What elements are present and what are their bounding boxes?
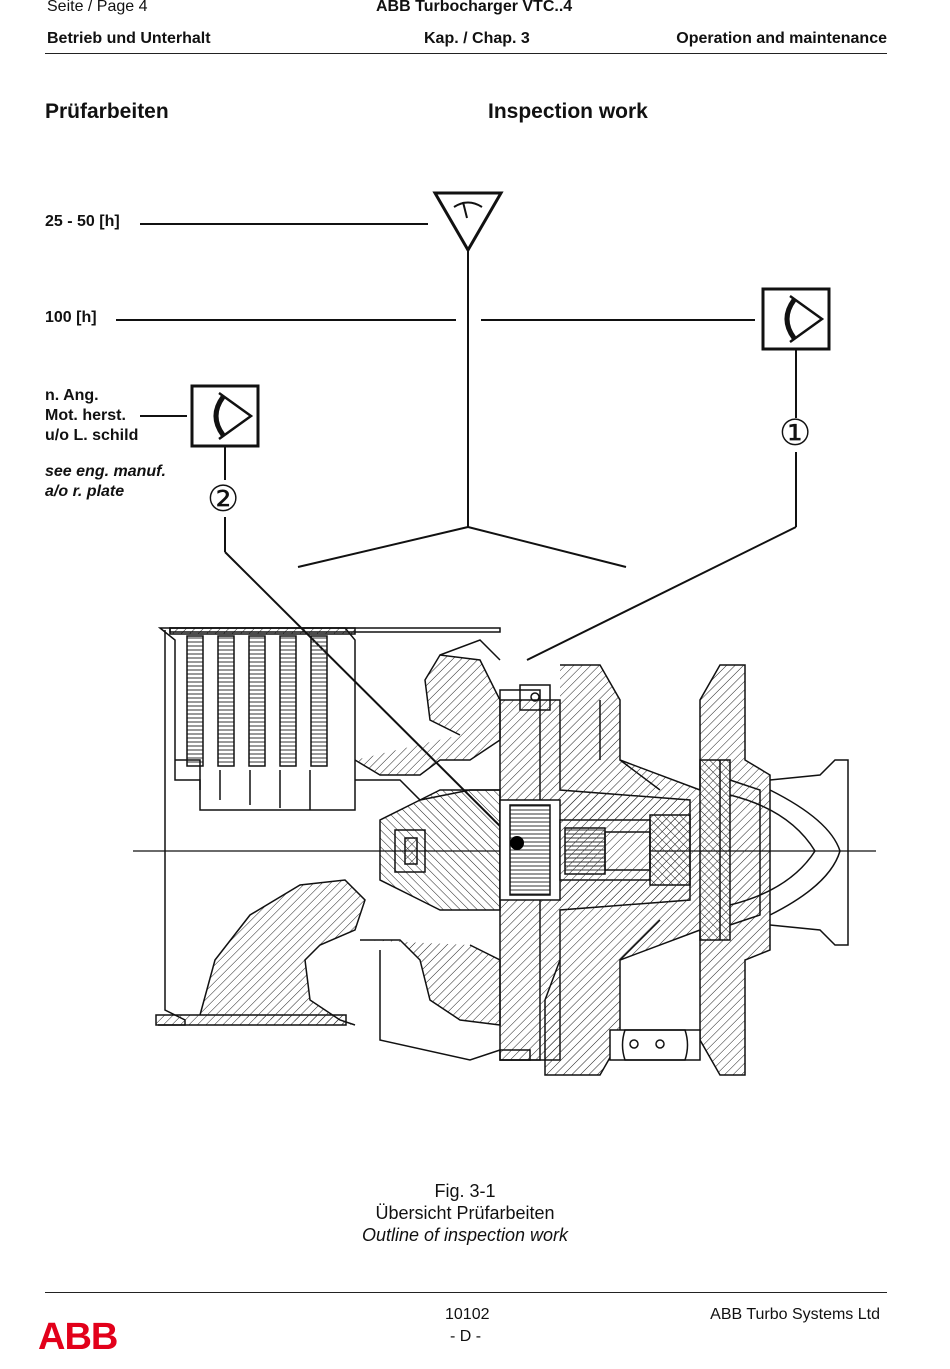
- figure-title-de: Übersicht Prüfarbeiten: [375, 1203, 555, 1223]
- checklist-triangle-icon: [432, 191, 504, 253]
- leader-one-to-drawing: [526, 526, 797, 661]
- turbocharger-cross-section: [133, 627, 876, 1076]
- chapter-label: Kap. / Chap. 3: [424, 30, 530, 47]
- visual-inspection-icon: [761, 287, 831, 351]
- branch-right: [467, 526, 627, 568]
- manufacturer-note-de-2: Mot. herst.: [45, 407, 126, 424]
- manufacturer-note-en-2: a/o r. plate: [45, 483, 125, 500]
- abb-logo: ABB: [38, 1316, 118, 1358]
- visual-inspection-icon: [190, 384, 260, 448]
- heading-en: Inspection work: [488, 100, 648, 123]
- marker-one: ①: [779, 413, 812, 454]
- figure-title-en: Outline of inspection work: [361, 1225, 569, 1245]
- manufacturer-note-de-1: n. Ang.: [45, 387, 99, 404]
- section-title-de: Betrieb und Unterhalt: [47, 30, 211, 47]
- header-rule: [45, 53, 887, 54]
- manufacturer-note-de-3: u/o L. schild: [45, 427, 139, 444]
- interval-25-50h: 25 - 50 [h]: [45, 213, 120, 230]
- manufacturer-note-en-1: see eng. manuf.: [45, 463, 166, 480]
- heading-de: Prüfarbeiten: [45, 100, 169, 123]
- figure-number: Fig. 3-1: [434, 1181, 496, 1201]
- footer-rule: [45, 1292, 887, 1293]
- company-name: ABB Turbo Systems Ltd: [710, 1306, 880, 1323]
- section-title-en: Operation and maintenance: [676, 30, 887, 47]
- page-label: Seite / Page 4: [47, 0, 148, 15]
- language-code: - D -: [450, 1328, 482, 1345]
- inspection-point: [510, 836, 524, 850]
- doc-title: ABB Turbocharger VTC..4: [376, 0, 573, 15]
- interval-100h: 100 [h]: [45, 309, 97, 326]
- doc-number: 10102: [445, 1306, 490, 1323]
- marker-two: ②: [207, 479, 240, 520]
- branch-left: [297, 526, 469, 568]
